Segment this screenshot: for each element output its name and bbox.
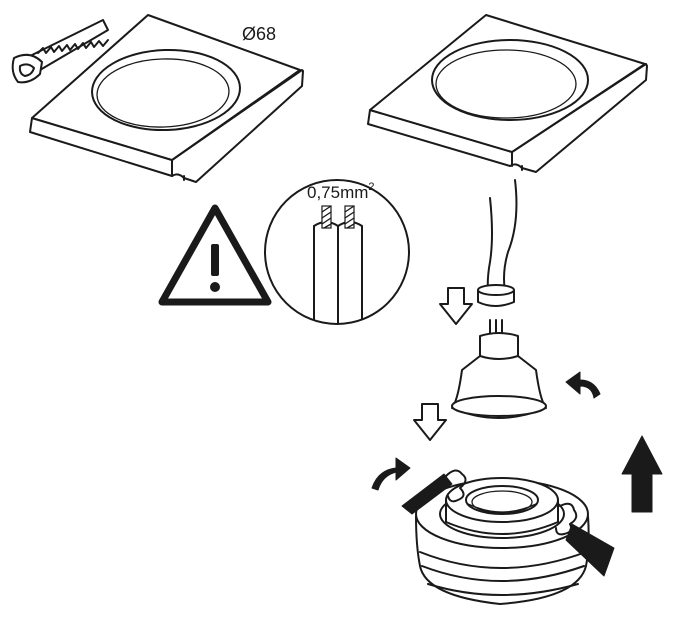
lamp-connector [477, 284, 515, 307]
ceiling-plate-left [29, 14, 304, 183]
ceiling-plate-right [367, 14, 648, 173]
led-lamp [451, 319, 547, 419]
curved-arrow-icon [371, 457, 411, 491]
arrow-down-outline-icon [413, 403, 447, 441]
warning-triangle-icon [158, 204, 272, 306]
spring-clip-right [555, 502, 615, 577]
hole-diameter-label: Ø68 [242, 24, 276, 44]
arrow-up-filled-icon [621, 435, 663, 513]
wire-section-label: 0,75mm [307, 183, 368, 202]
curved-arrow-icon [565, 371, 601, 399]
saw-icon [11, 19, 109, 84]
arrow-down-outline-icon [439, 287, 473, 325]
wire-section-exponent: 2 [368, 181, 374, 193]
supply-wires [486, 179, 518, 293]
downlight-fixture [415, 477, 590, 605]
spring-clip-left [401, 469, 467, 515]
svg-text:0,75mm2: 0,75mm2 [307, 181, 375, 202]
wire-magnifier-icon: 0,75mm2 [264, 179, 410, 325]
cut-hole [91, 48, 241, 132]
